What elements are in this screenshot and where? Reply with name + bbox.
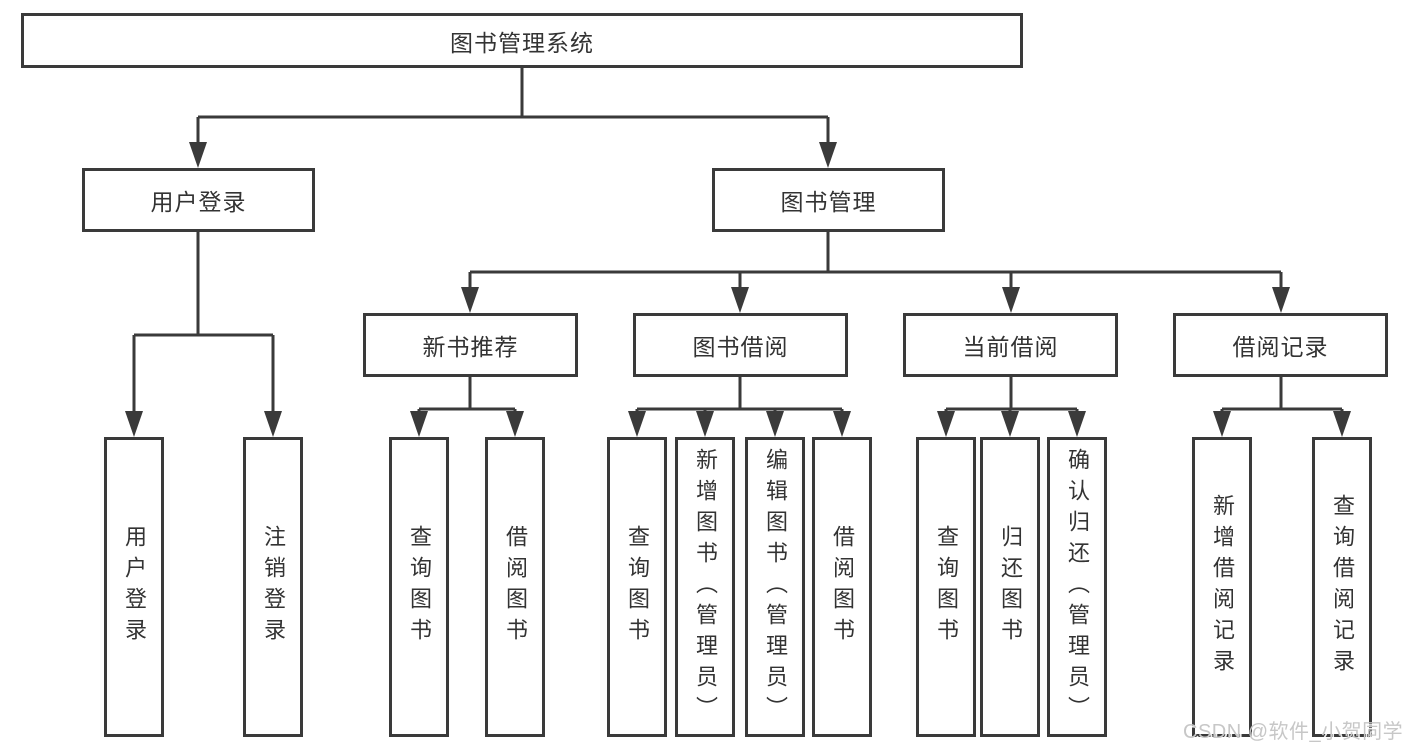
leaf-user-login: 用户登录 bbox=[104, 437, 164, 737]
node-label: 图书管理 bbox=[780, 189, 877, 215]
leaf-query-book-recommend: 查询图书 bbox=[389, 437, 449, 737]
leaf-label: 新增图书（管理员） bbox=[693, 447, 718, 727]
leaf-borrow-book: 借阅图书 bbox=[812, 437, 872, 737]
node-label: 图书借阅 bbox=[692, 334, 789, 360]
leaf-query-book-borrowing: 查询图书 bbox=[607, 437, 667, 737]
node-borrowing-records: 借阅记录 bbox=[1173, 313, 1388, 377]
node-label: 借阅记录 bbox=[1232, 334, 1329, 360]
node-book-management: 图书管理 bbox=[712, 168, 945, 232]
node-label: 用户登录 bbox=[150, 189, 247, 215]
node-current-borrowing: 当前借阅 bbox=[903, 313, 1118, 377]
leaf-label: 编辑图书（管理员） bbox=[763, 447, 788, 727]
node-book-borrowing: 图书借阅 bbox=[633, 313, 848, 377]
csdn-watermark: CSDN @软件_小贺同学 bbox=[1183, 721, 1404, 743]
leaf-label: 查询图书 bbox=[407, 525, 432, 649]
leaf-logout: 注销登录 bbox=[243, 437, 303, 737]
leaf-label: 查询图书 bbox=[934, 525, 959, 649]
leaf-label: 借阅图书 bbox=[503, 525, 528, 649]
leaf-query-borrow-record: 查询借阅记录 bbox=[1312, 437, 1372, 737]
leaf-edit-book-admin: 编辑图书（管理员） bbox=[745, 437, 805, 737]
node-label: 当前借阅 bbox=[962, 334, 1059, 360]
leaf-borrow-book-recommend: 借阅图书 bbox=[485, 437, 545, 737]
leaf-label: 注销登录 bbox=[261, 525, 286, 649]
leaf-label: 归还图书 bbox=[998, 525, 1023, 649]
node-label: 图书管理系统 bbox=[450, 29, 594, 56]
leaf-label: 确认归还（管理员） bbox=[1065, 447, 1090, 727]
leaf-label: 查询借阅记录 bbox=[1330, 494, 1355, 680]
leaf-return-book: 归还图书 bbox=[980, 437, 1040, 737]
leaf-label: 借阅图书 bbox=[830, 525, 855, 649]
leaf-confirm-return-admin: 确认归还（管理员） bbox=[1047, 437, 1107, 737]
leaf-query-book-current: 查询图书 bbox=[916, 437, 976, 737]
leaf-label: 查询图书 bbox=[625, 525, 650, 649]
leaf-add-borrow-record: 新增借阅记录 bbox=[1192, 437, 1252, 737]
arrowhead-icons bbox=[125, 142, 1351, 437]
leaf-add-book-admin: 新增图书（管理员） bbox=[675, 437, 735, 737]
leaf-label: 用户登录 bbox=[122, 525, 147, 649]
node-new-book-recommend: 新书推荐 bbox=[363, 313, 578, 377]
leaf-label: 新增借阅记录 bbox=[1210, 494, 1235, 680]
node-user-login: 用户登录 bbox=[82, 168, 315, 232]
node-book-management-system: 图书管理系统 bbox=[21, 13, 1023, 68]
node-label: 新书推荐 bbox=[422, 334, 519, 360]
